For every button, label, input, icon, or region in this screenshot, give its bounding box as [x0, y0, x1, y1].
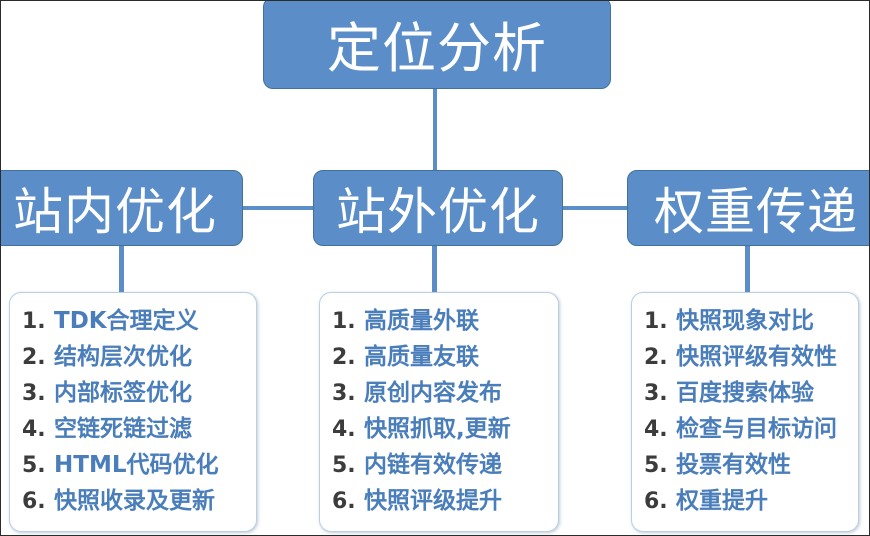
- panel-offsite-list: 1. 高质量外联 2. 高质量友联 3. 原创内容发布 4. 快照抓取,更新 5…: [319, 292, 559, 532]
- offsite-list: 1. 高质量外联 2. 高质量友联 3. 原创内容发布 4. 快照抓取,更新 5…: [320, 303, 558, 519]
- list-item-number: 5.: [332, 453, 356, 478]
- list-item-number: 5.: [22, 453, 46, 478]
- node-title-label: 定位分析: [327, 16, 547, 80]
- list-item[interactable]: 2. 快照评级有效性: [644, 339, 858, 375]
- list-item[interactable]: 6. 快照收录及更新: [22, 483, 256, 519]
- list-item-number: 3.: [22, 381, 46, 406]
- list-item-number: 6.: [332, 489, 356, 514]
- list-item[interactable]: 5. 内链有效传递: [332, 447, 558, 483]
- connector-offsite-to-weight: [561, 206, 629, 210]
- node-onsite-optimization[interactable]: 站内优化: [1, 170, 243, 246]
- list-item-number: 4.: [22, 417, 46, 442]
- list-item[interactable]: 3. 内部标签优化: [22, 375, 256, 411]
- list-item-number: 6.: [644, 489, 668, 514]
- list-item-number: 5.: [644, 453, 668, 478]
- list-item-label: 结构层次优化: [54, 344, 192, 370]
- connector-onsite-to-list: [119, 245, 124, 294]
- list-item[interactable]: 1. TDK合理定义: [22, 303, 256, 339]
- list-item[interactable]: 5. HTML代码优化: [22, 447, 256, 483]
- node-title-positioning-analysis[interactable]: 定位分析: [263, 1, 611, 89]
- panel-weight-list: 1. 快照现象对比 2. 快照评级有效性 3. 百度搜索体验 4. 检查与目标访…: [631, 292, 859, 532]
- list-item-label: 高质量友联: [364, 344, 479, 370]
- list-item[interactable]: 4. 快照抓取,更新: [332, 411, 558, 447]
- list-item-label: 快照抓取,更新: [364, 416, 511, 442]
- list-item-label: 内链有效传递: [364, 452, 502, 478]
- list-item-number: 2.: [644, 345, 668, 370]
- panel-onsite-list: 1. TDK合理定义 2. 结构层次优化 3. 内部标签优化 4. 空链死链过滤…: [9, 292, 257, 532]
- list-item-number: 2.: [332, 345, 356, 370]
- list-item[interactable]: 5. 投票有效性: [644, 447, 858, 483]
- list-item-label: 快照评级提升: [364, 488, 502, 514]
- list-item[interactable]: 6. 权重提升: [644, 483, 858, 519]
- list-item-label: 原创内容发布: [364, 380, 502, 406]
- node-offsite-label: 站外优化: [336, 183, 540, 241]
- node-offsite-optimization[interactable]: 站外优化: [313, 170, 563, 246]
- list-item-label: 空链死链过滤: [54, 416, 192, 442]
- list-item-number: 1.: [22, 309, 46, 334]
- node-weight-label: 权重传递: [654, 183, 858, 241]
- list-item[interactable]: 3. 百度搜索体验: [644, 375, 858, 411]
- list-item-label: 快照评级有效性: [676, 344, 837, 370]
- list-item[interactable]: 3. 原创内容发布: [332, 375, 558, 411]
- node-weight-transfer[interactable]: 权重传递: [627, 170, 869, 246]
- list-item-number: 3.: [332, 381, 356, 406]
- list-item[interactable]: 1. 高质量外联: [332, 303, 558, 339]
- list-item-label: TDK合理定义: [54, 308, 199, 334]
- list-item-label: 百度搜索体验: [676, 380, 814, 406]
- connector-onsite-to-offsite: [241, 206, 315, 210]
- list-item-label: 投票有效性: [676, 452, 791, 478]
- list-item-label: 权重提升: [676, 488, 768, 514]
- list-item-number: 1.: [644, 309, 668, 334]
- list-item-number: 6.: [22, 489, 46, 514]
- list-item-label: 内部标签优化: [54, 380, 192, 406]
- onsite-list: 1. TDK合理定义 2. 结构层次优化 3. 内部标签优化 4. 空链死链过滤…: [10, 303, 256, 519]
- list-item[interactable]: 4. 空链死链过滤: [22, 411, 256, 447]
- list-item[interactable]: 4. 检查与目标访问: [644, 411, 858, 447]
- list-item-label: 高质量外联: [364, 308, 479, 334]
- weight-list: 1. 快照现象对比 2. 快照评级有效性 3. 百度搜索体验 4. 检查与目标访…: [632, 303, 858, 519]
- node-onsite-label: 站内优化: [13, 183, 217, 241]
- list-item[interactable]: 2. 高质量友联: [332, 339, 558, 375]
- list-item-label: 检查与目标访问: [676, 416, 837, 442]
- list-item-number: 4.: [332, 417, 356, 442]
- list-item-label: HTML代码优化: [54, 452, 219, 478]
- list-item-number: 4.: [644, 417, 668, 442]
- connector-offsite-to-list: [432, 245, 437, 294]
- list-item-label: 快照现象对比: [676, 308, 814, 334]
- connector-title-to-offsite: [433, 89, 437, 171]
- list-item[interactable]: 2. 结构层次优化: [22, 339, 256, 375]
- list-item[interactable]: 1. 快照现象对比: [644, 303, 858, 339]
- connector-weight-to-list: [745, 245, 750, 294]
- list-item-number: 3.: [644, 381, 668, 406]
- list-item-number: 1.: [332, 309, 356, 334]
- list-item-label: 快照收录及更新: [54, 488, 215, 514]
- list-item[interactable]: 6. 快照评级提升: [332, 483, 558, 519]
- list-item-number: 2.: [22, 345, 46, 370]
